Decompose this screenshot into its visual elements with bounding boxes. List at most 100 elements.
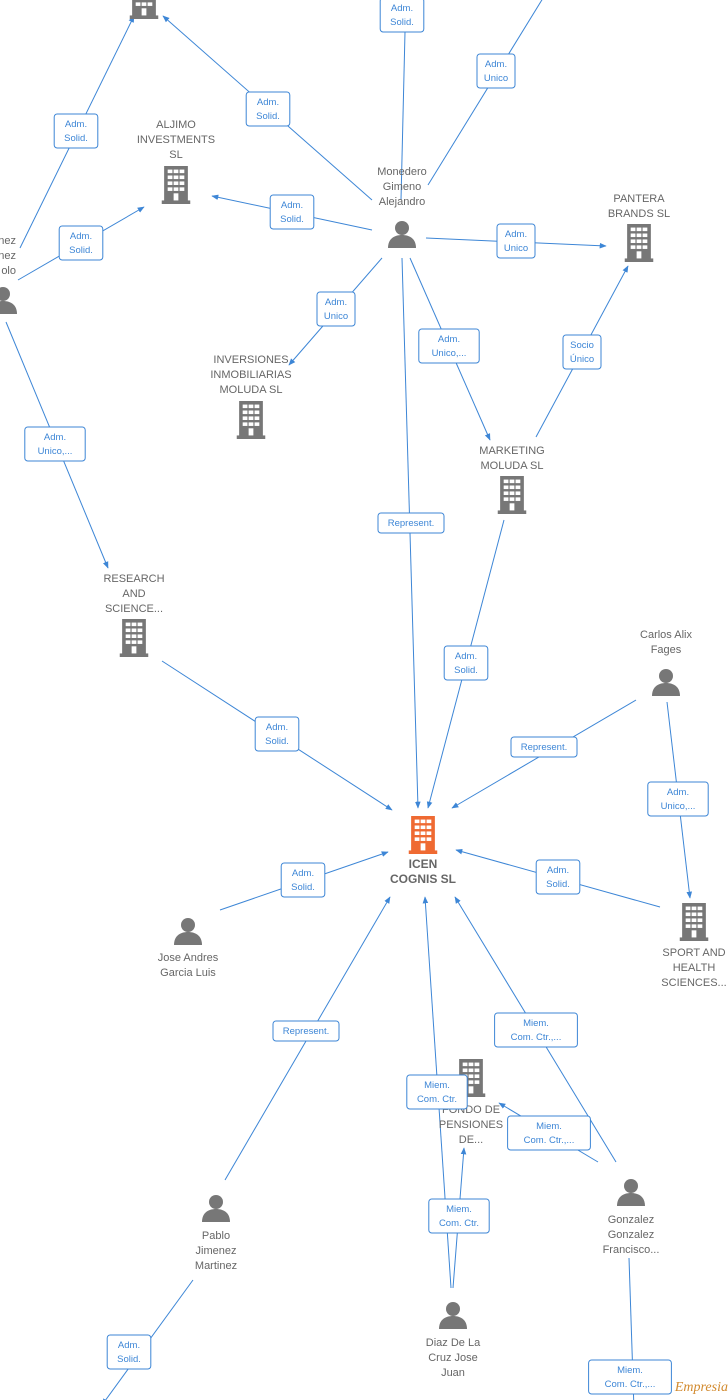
edge-relation-label[interactable]: Represent. — [510, 736, 578, 758]
edge-relation-label[interactable]: Miem. Com. Ctr.,... — [588, 1359, 672, 1395]
node-label: Alejandro — [379, 196, 425, 208]
edge-relation-label[interactable]: Adm.Solid. — [254, 716, 300, 752]
edge-label-text: Adm. — [485, 59, 507, 70]
edge-label-text: Socio — [570, 340, 594, 351]
edge-label-box — [406, 1074, 468, 1110]
edge-relation-label[interactable]: Miem.Com. Ctr.,... — [494, 1012, 578, 1048]
edge-label-text: Adm. — [391, 3, 413, 14]
edge-relation-label[interactable]: Represent. — [377, 512, 445, 534]
edge-label-text: Adm. — [281, 200, 303, 211]
node-label: SL — [169, 149, 182, 161]
node-label: MOLUDA SL — [220, 384, 283, 396]
node-label: ICEN — [409, 857, 438, 871]
edge-label-text: Unico — [484, 73, 508, 84]
node-label: MARKETING — [479, 445, 544, 457]
edge-label-box — [24, 426, 86, 462]
node-label: COGNIS SL — [390, 872, 456, 886]
edge-label-box — [106, 1334, 152, 1370]
edge-label-box — [269, 194, 315, 230]
edge-label-box — [562, 334, 602, 370]
edge-label-text: Unico,... — [38, 446, 73, 457]
person-icon — [202, 1195, 230, 1222]
node-gonzalez[interactable]: GonzalezGonzalezFrancisco... — [603, 1179, 660, 1256]
person-icon — [0, 287, 17, 314]
edge-label-box — [647, 781, 709, 817]
edge-label-text: Solid. — [390, 17, 414, 28]
edge-relation-label[interactable]: Adm. Solid. — [379, 0, 425, 33]
edge-label-text: Adm. — [667, 787, 689, 798]
edge-relation-label[interactable]: Adm.Unico,... — [418, 328, 480, 364]
node-label: Diaz De La — [426, 1337, 481, 1349]
node-label: Fages — [651, 644, 682, 656]
edge-label-text: Miem. — [617, 1365, 643, 1376]
edge-label-text: Adm. — [292, 868, 314, 879]
person-icon — [617, 1179, 645, 1206]
edge-relation-label[interactable]: Adm. Solid. — [269, 194, 315, 230]
edge-label-box — [496, 223, 536, 259]
edge-relation-label[interactable]: Adm.Unico — [316, 291, 356, 327]
edge-relation-label[interactable]: Adm.Unico — [496, 223, 536, 259]
node-research[interactable]: RESEARCHANDSCIENCE... — [103, 573, 165, 657]
node-top_company[interactable] — [129, 0, 159, 19]
edge-relation-label[interactable]: Adm. Unico,... — [647, 781, 709, 817]
edge-relation-label[interactable]: Miem.Com. Ctr.,... — [507, 1115, 591, 1151]
edge-relation-label[interactable]: Adm. Unico,... — [24, 426, 86, 462]
edge-label-box — [428, 1198, 490, 1234]
edge-label-text: Adm. — [257, 97, 279, 108]
edge-label-text: Adm. — [44, 432, 66, 443]
node-label: DE... — [459, 1134, 483, 1146]
node-label: nez — [0, 235, 16, 247]
edge-label-text: Solid. — [280, 214, 304, 225]
edge-label-box — [476, 53, 516, 89]
edge-relation-label[interactable]: Adm.Solid. — [53, 113, 99, 149]
edge-relation-label[interactable]: Adm. Unico — [476, 53, 516, 89]
edge-label-box — [418, 328, 480, 364]
edge-relation-label[interactable]: Adm.Solid. — [443, 645, 489, 681]
edge-label-box — [443, 645, 489, 681]
edge-label-text: Miem. — [536, 1121, 562, 1132]
edge-label-box — [53, 113, 99, 149]
edge-label-text: Unico,... — [661, 801, 696, 812]
edge-relation-label[interactable]: Adm.Solid. — [245, 91, 291, 127]
node-label: HEALTH — [673, 962, 716, 974]
edge-label-text: Com. Ctr. — [439, 1218, 479, 1229]
node-label: Garcia Luis — [160, 967, 216, 979]
edges-layer — [5, 0, 693, 1400]
edge-label-text: Com. Ctr.,... — [605, 1379, 656, 1390]
person-icon — [174, 918, 202, 945]
building-icon — [624, 224, 654, 262]
edge-label-box — [535, 859, 581, 895]
edge-relation-label[interactable]: Adm.Solid. — [535, 859, 581, 895]
edge-relation-label[interactable]: Miem.Com. Ctr. — [428, 1198, 490, 1234]
edge-label-box — [588, 1359, 672, 1395]
edge-relation-label[interactable]: Miem.Com. Ctr. — [406, 1074, 468, 1110]
node-sport[interactable]: SPORT ANDHEALTHSCIENCES... — [661, 903, 727, 989]
edge-relation-label[interactable]: Adm.Solid. — [106, 1334, 152, 1370]
node-label: Gonzalez — [608, 1214, 654, 1226]
edge-relation-label[interactable]: Represent. — [272, 1020, 340, 1042]
edge-label-box — [272, 1020, 340, 1042]
edge-label-text: Miem. — [523, 1018, 549, 1029]
edge-relation-label[interactable]: Adm.Solid. — [58, 225, 104, 261]
edge-relation-label[interactable]: Adm.Solid. — [280, 862, 326, 898]
node-label: PANTERA — [613, 193, 665, 205]
edge-label-text: Solid. — [69, 245, 93, 256]
node-label: PENSIONES — [439, 1119, 503, 1131]
building-icon — [497, 476, 527, 514]
node-label: Carlos Alix — [640, 629, 692, 641]
building-icon — [408, 816, 438, 854]
